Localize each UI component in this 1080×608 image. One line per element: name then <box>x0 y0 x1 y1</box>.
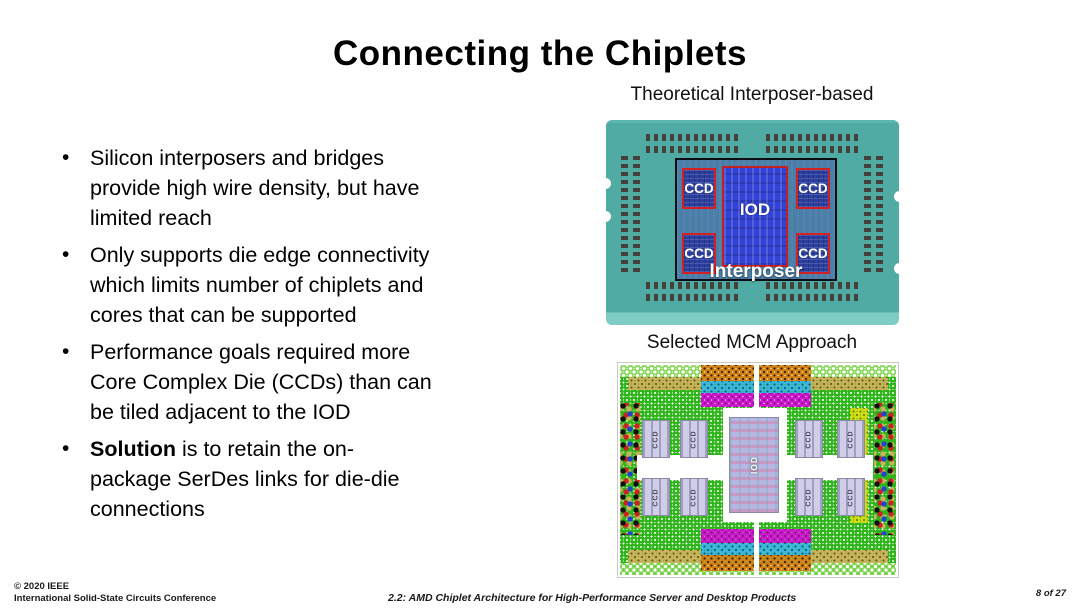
mcm-ccd-die: CCD <box>837 478 865 516</box>
list-item: • Solution is to retain the on- package … <box>62 434 532 524</box>
mcm-iod-label: IOD <box>749 455 759 475</box>
mcm-tan-row <box>803 550 888 563</box>
package-notch <box>600 211 611 222</box>
ccd-die-label: CCD <box>684 246 714 261</box>
mcm-ccd-label: CCD <box>690 429 698 449</box>
bullet-text: Solution is to retain the on- package Se… <box>90 434 400 524</box>
package-notch <box>894 263 905 274</box>
figure-caption-mcm: Selected MCM Approach <box>646 332 858 353</box>
bullet-text: Only supports die edge connectivity whic… <box>90 243 430 327</box>
mcm-ccd-die: CCD <box>795 478 823 516</box>
list-item: • Performance goals required more Core C… <box>62 337 532 427</box>
footer-conference: International Solid-State Circuits Confe… <box>14 592 217 604</box>
capacitor-column <box>876 152 883 272</box>
footer-session-title: 2.2: AMD Chiplet Architecture for High-P… <box>388 592 797 604</box>
mcm-ccd-label: CCD <box>805 429 813 449</box>
footer-left: © 2020 IEEE International Solid-State Ci… <box>14 581 216 604</box>
capacitor-column <box>864 152 871 272</box>
ccd-die-label: CCD <box>798 181 828 196</box>
ccd-die: CCD <box>796 168 830 209</box>
mcm-whitespace <box>787 455 873 480</box>
bullet-list: • Silicon interposers and bridges provid… <box>62 143 532 531</box>
mcm-mixed-edge <box>620 403 642 535</box>
ccd-die: CCD <box>682 168 716 209</box>
mcm-tan-row <box>803 377 888 390</box>
package-notch <box>894 191 905 202</box>
iod-die-label: IOD <box>739 200 771 219</box>
package-notch <box>600 178 611 189</box>
mcm-ccd-die: CCD <box>680 478 708 516</box>
interposer-region: CCD CCD CCD CCD IOD Interposer <box>675 158 837 282</box>
capacitor-row <box>766 134 858 141</box>
mcm-tan-row <box>628 377 713 390</box>
mcm-ccd-label: CCD <box>847 487 855 507</box>
mcm-ccd-label: CCD <box>847 429 855 449</box>
capacitor-row <box>766 282 858 289</box>
mcm-ccd-die: CCD <box>642 420 670 458</box>
bullet-text-rest: is to retain the on- package SerDes link… <box>90 437 400 521</box>
list-item: • Only supports die edge connectivity wh… <box>62 240 532 330</box>
interposer-label: Interposer <box>709 261 803 282</box>
capacitor-column <box>633 152 640 272</box>
mcm-whitespace <box>637 455 723 480</box>
mcm-ccd-die: CCD <box>680 420 708 458</box>
mcm-ccd-label: CCD <box>652 429 660 449</box>
capacitor-row <box>646 146 738 153</box>
bullet-marker-icon: • <box>62 243 70 266</box>
ccd-die-label: CCD <box>798 246 828 261</box>
page-number: 8 of 27 <box>1035 588 1066 599</box>
figure-caption-interposer: Theoretical Interposer-based <box>630 84 874 105</box>
mcm-tan-row <box>628 550 713 563</box>
bullet-text: Performance goals required more Core Com… <box>90 340 432 424</box>
capacitor-row <box>646 294 738 301</box>
mcm-ccd-label: CCD <box>652 487 660 507</box>
bullet-text: Silicon interposers and bridges provide … <box>90 146 420 230</box>
capacitor-row <box>766 294 858 301</box>
ccd-die-label: CCD <box>684 181 714 196</box>
bullet-marker-icon: • <box>62 146 70 169</box>
bullet-marker-icon: • <box>62 340 70 363</box>
mcm-ccd-die: CCD <box>642 478 670 516</box>
page-title: Connecting the Chiplets <box>333 34 747 73</box>
ccd-die: CCD <box>682 233 716 274</box>
mcm-mixed-edge <box>874 403 896 535</box>
bullet-bold-word: Solution <box>90 437 176 461</box>
mcm-ccd-die: CCD <box>837 420 865 458</box>
capacitor-row <box>766 146 858 153</box>
list-item: • Silicon interposers and bridges provid… <box>62 143 532 233</box>
mcm-iod-die: IOD <box>729 417 779 513</box>
iod-die: IOD <box>722 166 788 267</box>
mcm-ccd-die: CCD <box>795 420 823 458</box>
capacitor-column <box>621 152 628 272</box>
mcm-ccd-label: CCD <box>690 487 698 507</box>
ccd-die: CCD <box>796 233 830 274</box>
interposer-package-figure: CCD CCD CCD CCD IOD Interposer <box>600 120 905 325</box>
mcm-ccd-label: CCD <box>805 487 813 507</box>
mcm-figure: CCD CCD CCD CCD CCD CCD CCD CCD IOD <box>617 362 899 578</box>
capacitor-row <box>646 282 738 289</box>
capacitor-row <box>646 134 738 141</box>
bullet-marker-icon: • <box>62 437 70 460</box>
footer-copyright: © 2020 IEEE <box>14 581 70 592</box>
